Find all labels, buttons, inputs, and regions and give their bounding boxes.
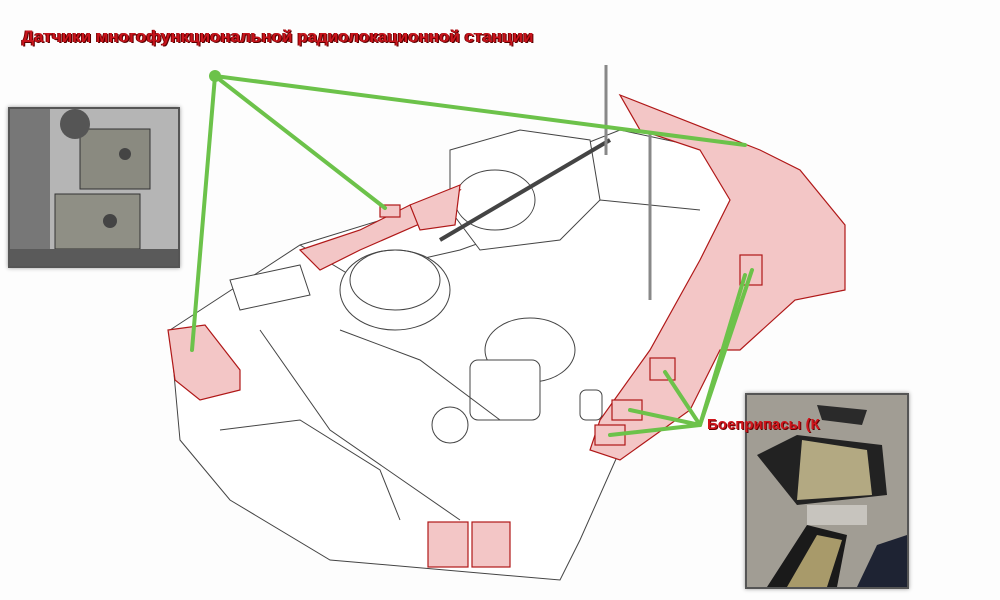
leader-lines: [190, 74, 754, 437]
ammunition-photo: [745, 393, 909, 589]
radar-sensor-photo: [8, 107, 180, 268]
radar-sensors-label: Датчики многофункциональной радиолокацио…: [22, 27, 534, 46]
ammunition-label: Боеприпасы (К: [707, 416, 820, 433]
radar-panels: [167, 93, 846, 568]
leader-origin-dot: [209, 70, 221, 82]
